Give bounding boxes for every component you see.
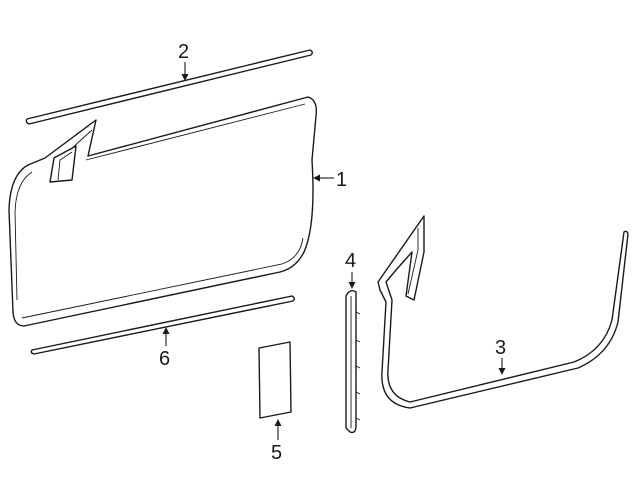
callout-label-3: 3	[495, 337, 506, 359]
seal-strip-part[interactable]	[345, 289, 361, 434]
lower-molding-part[interactable]	[30, 295, 295, 355]
callout-label-5: 5	[271, 442, 282, 464]
callout-6: 6	[159, 327, 170, 370]
callout-3: 3	[495, 337, 506, 375]
adhesive-pad-part[interactable]	[258, 341, 292, 419]
belt-weatherstrip-part[interactable]	[25, 49, 313, 125]
callout-4: 4	[345, 250, 356, 289]
callout-label-6: 6	[159, 348, 170, 370]
callout-label-2: 2	[178, 41, 189, 63]
callout-label-4: 4	[345, 250, 356, 272]
door-shell-part[interactable]	[8, 96, 318, 327]
callout-5: 5	[271, 419, 282, 464]
callout-2: 2	[178, 41, 189, 81]
opening-weatherstrip-part[interactable]	[377, 215, 629, 409]
callout-1: 1	[313, 169, 347, 191]
callout-label-1: 1	[336, 169, 347, 191]
